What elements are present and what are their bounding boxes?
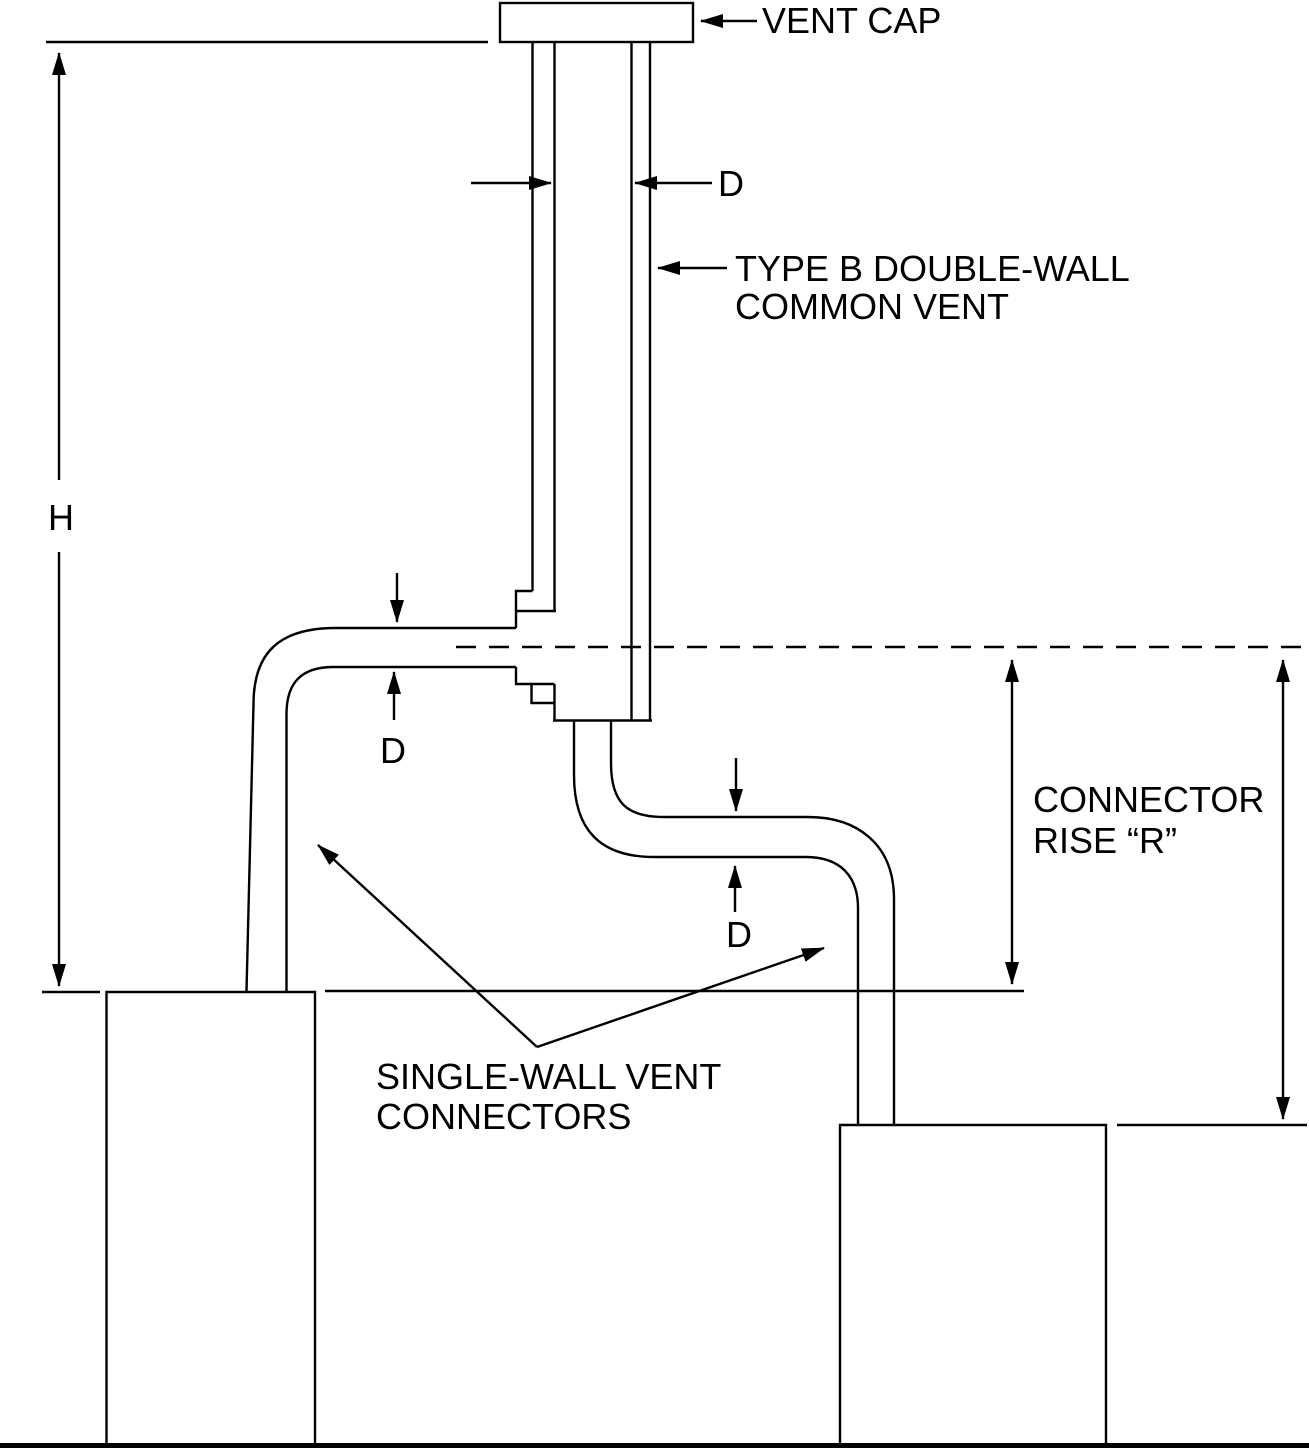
tee-step-lower-left [514,667,555,686]
left-appliance [105,990,317,1445]
vent-collar-step-left [514,589,533,628]
left-connector-outer-wall [245,626,516,992]
tee-step-lower-notch [530,684,555,705]
diagram-labels: VENT CAP TYPE B DOUBLE-WALL COMMON VENT … [48,0,1264,1137]
connectors-label-line1: SINGLE-WALL VENT [376,1056,721,1097]
connectors-leader-arrow-right [536,946,825,1049]
height-dim-label: H [48,497,74,538]
left-vent-connector [245,626,516,992]
connector-rise-label-line1: CONNECTOR [1033,779,1264,820]
dimension-arrows [52,13,1290,1120]
diameter-dim-label-mid: D [380,730,406,771]
left-connector-inner-wall [285,665,516,991]
right-appliance [838,1123,1108,1445]
connectors-leader-arrow-left [317,844,538,1048]
vent-cap-label: VENT CAP [762,0,941,41]
type-b-common-vent [498,1,695,722]
right-vent-connector [572,720,896,1124]
connectors-label-line2: CONNECTORS [376,1096,631,1137]
diameter-dim-label-top: D [718,163,744,204]
right-connector-outer-wall [572,720,860,1124]
connector-rise-label-line2: RISE “R” [1033,820,1177,861]
right-connector-inner-wall [609,720,896,1124]
vent-cap [498,1,695,44]
common-vent-label-line1: TYPE B DOUBLE-WALL [735,248,1130,289]
diameter-dim-label-low: D [726,914,752,955]
common-vent-label-line2: COMMON VENT [735,286,1009,327]
